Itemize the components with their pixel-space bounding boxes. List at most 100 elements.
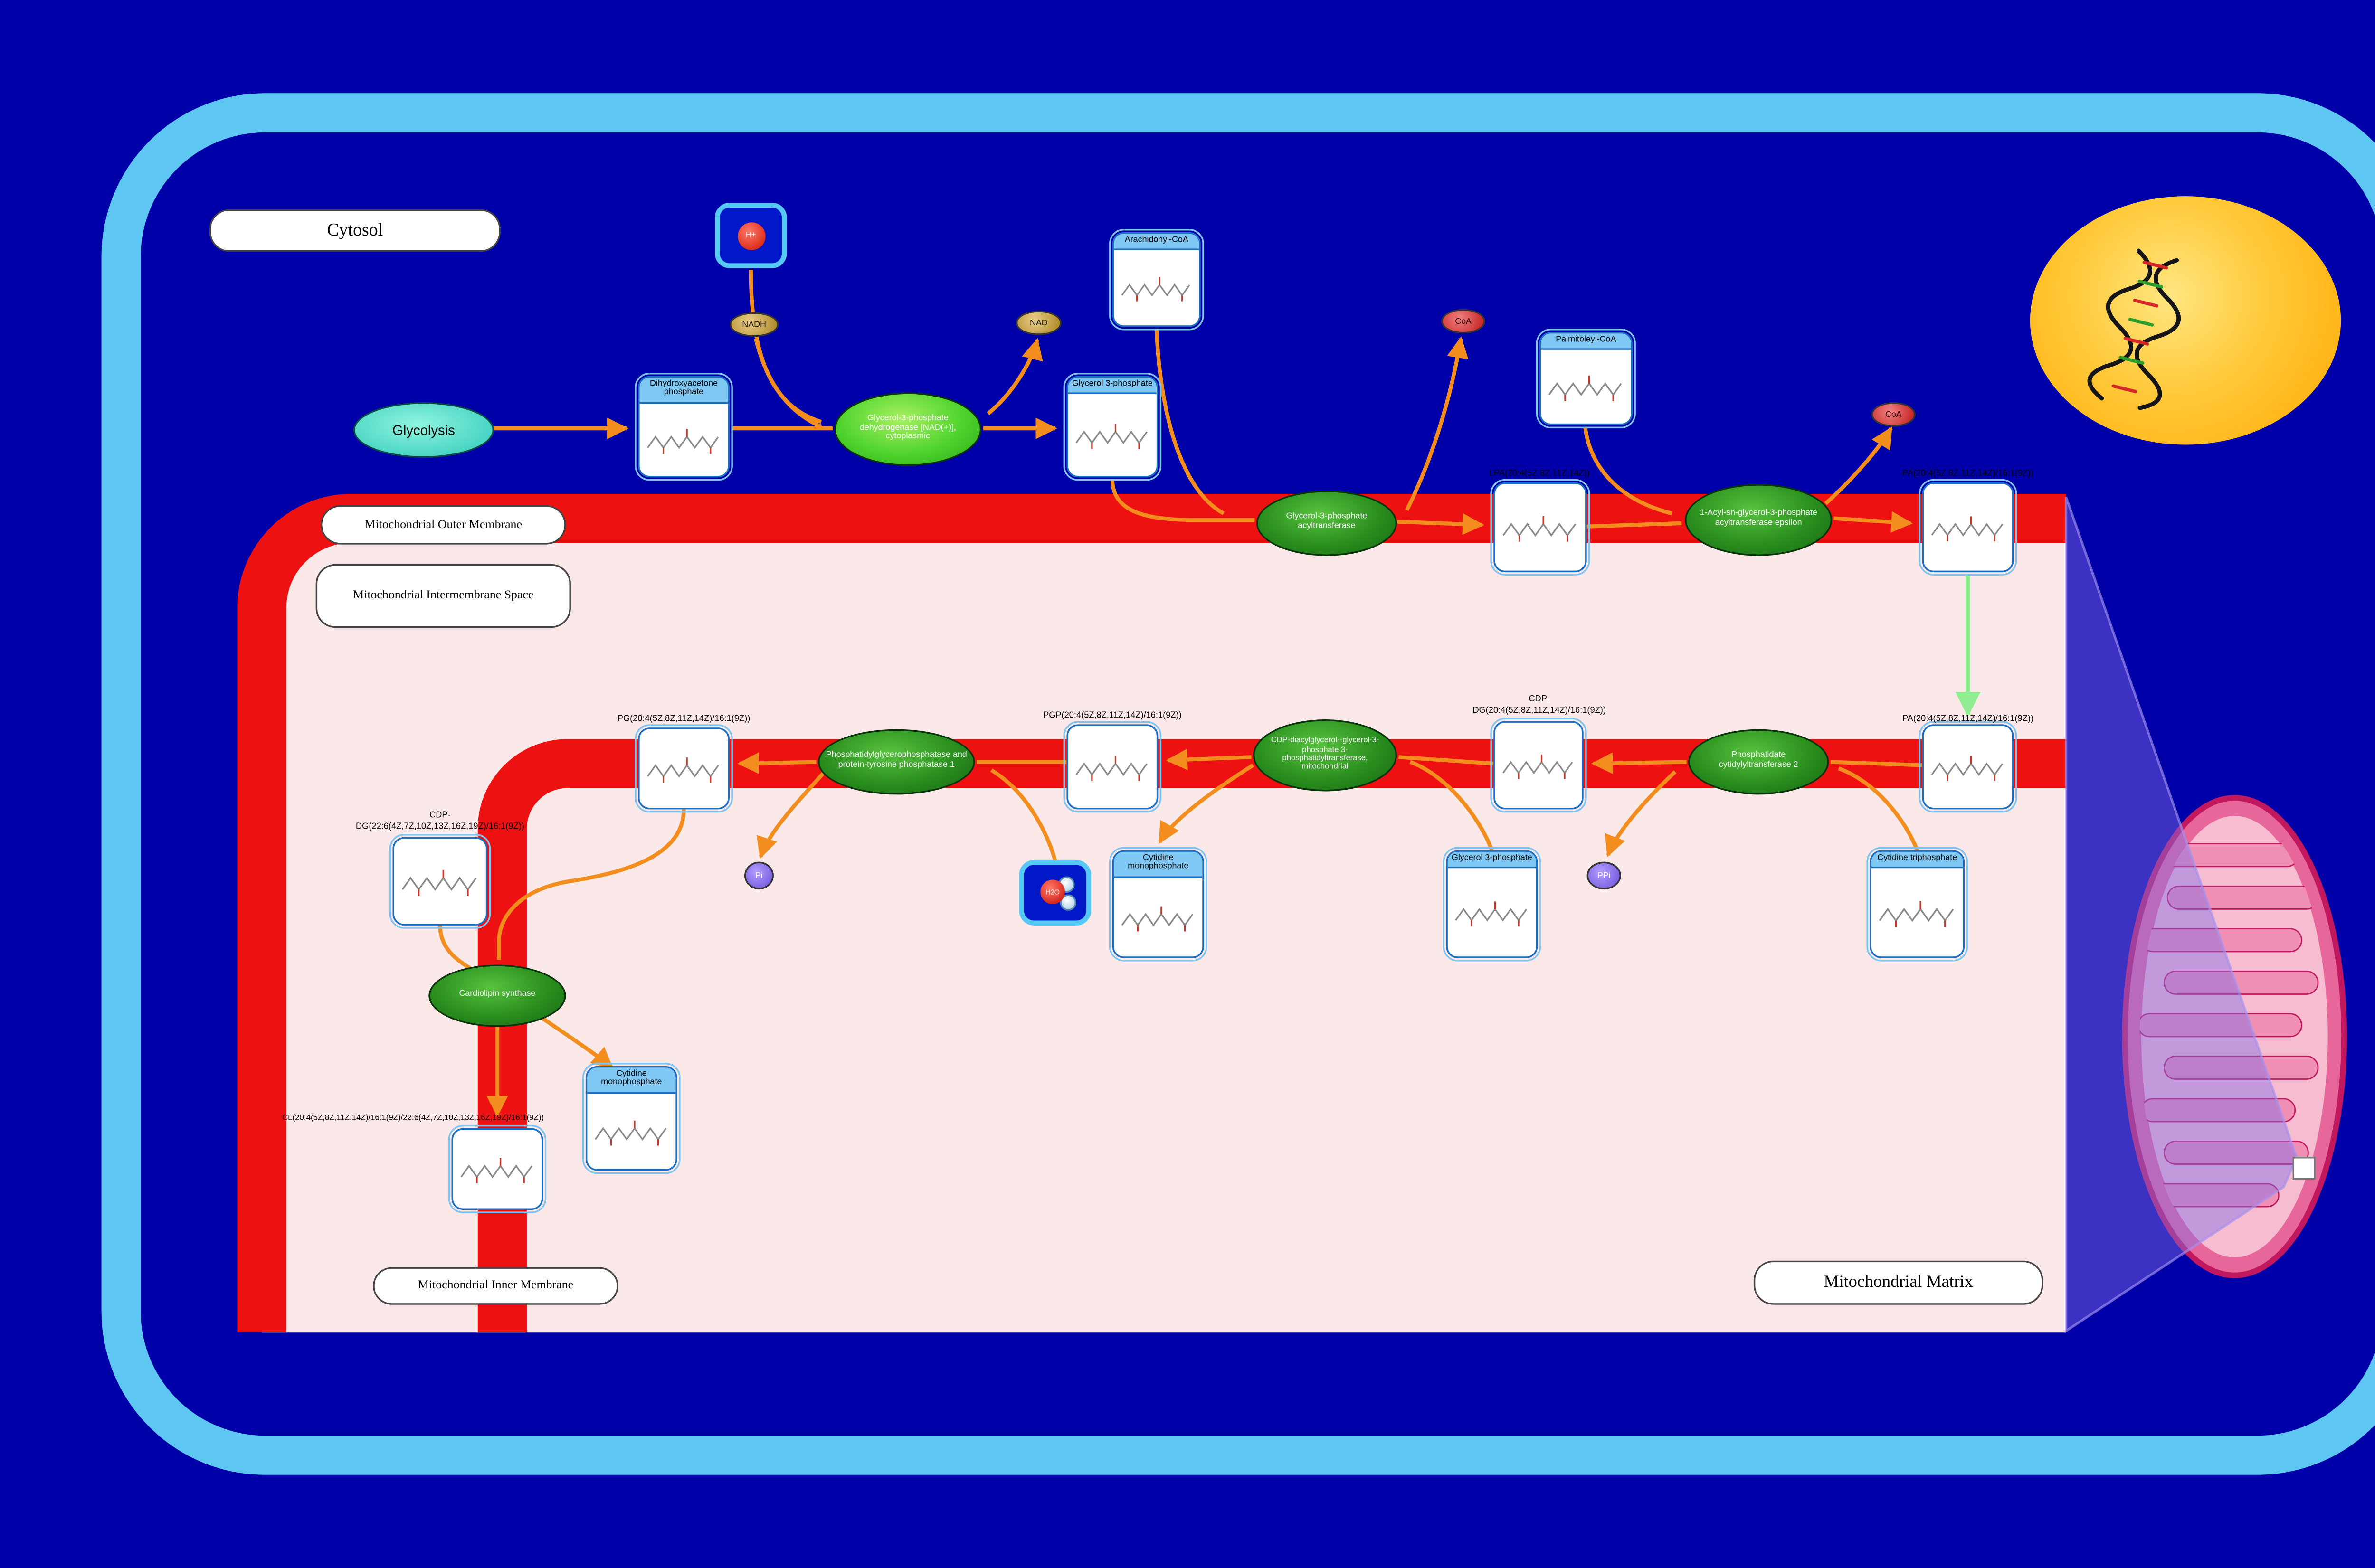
metabolite-label-lpa: LPA(20:4(5Z,8Z,11Z,14Z)) — [1489, 469, 1590, 479]
metabolite-label-pa-matrix: PA(20:4(5Z,8Z,11Z,14Z)/16:1(9Z)) — [1902, 714, 2034, 725]
metabolite-title: Cytidine triphosphate — [1871, 851, 1963, 869]
metabolite-g3p-matrix[interactable]: Glycerol 3-phosphate — [1443, 847, 1541, 962]
small-molecule-h2o[interactable]: H2O — [1019, 860, 1092, 926]
small-molecule-coa-2[interactable]: CoA — [1871, 402, 1916, 427]
pathway-node-label: Glycolysis — [392, 422, 455, 438]
metabolite-label-line: DG(22:6(4Z,7Z,10Z,13Z,16Z,19Z)/16:1(9Z)) — [355, 822, 524, 832]
enzyme-cds2[interactable]: Phosphatidate cytidylyltransferase 2 — [1688, 729, 1829, 795]
chemical-structure — [1068, 394, 1157, 476]
metabolite-title: Cytidine monophosphate — [1114, 851, 1203, 878]
chemical-structure — [640, 729, 728, 808]
small-molecule-label: NAD — [1029, 318, 1048, 328]
chemical-structure — [1495, 484, 1585, 570]
metabolite-title: Glycerol 3-phosphate — [1068, 378, 1157, 394]
small-molecule-coa-1[interactable]: CoA — [1441, 309, 1486, 334]
metabolite-title: Palmitoleyl-CoA — [1541, 333, 1631, 350]
small-molecule-nad[interactable]: NAD — [1016, 311, 1062, 335]
metabolite-label-cdp-dg2: CDP- DG(22:6(4Z,7Z,10Z,13Z,16Z,19Z)/16:1… — [276, 811, 604, 833]
compartment-label-text: Mitochondrial Matrix — [1824, 1273, 1973, 1292]
metabolite-pa-matrix[interactable] — [1919, 721, 2017, 813]
metabolite-cmp-mid[interactable]: Cytidine monophosphate — [1109, 847, 1207, 962]
compartment-label-inner-membrane: Mitochondrial Inner Membrane — [373, 1267, 618, 1305]
enzyme-label: 1-Acyl-sn-glycerol-3-phosphate acyltrans… — [1700, 509, 1817, 529]
metabolite-cl[interactable] — [448, 1124, 547, 1213]
small-molecule-label: CoA — [1455, 316, 1472, 326]
pathway-node-glycolysis[interactable]: Glycolysis — [353, 402, 494, 458]
compartment-label-intermembrane-space: Mitochondrial Intermembrane Space — [315, 564, 571, 628]
chemical-structure — [1448, 868, 1536, 956]
compartment-label-text: Mitochondrial Outer Membrane — [364, 516, 522, 531]
chemical-structure — [1541, 350, 1631, 424]
chemical-structure — [640, 404, 728, 476]
metabolite-cmp-bottom[interactable]: Cytidine monophosphate — [582, 1063, 681, 1174]
chemical-structure — [1114, 878, 1202, 956]
small-molecule-pi[interactable]: Pi — [744, 861, 774, 890]
chemical-structure — [587, 1094, 675, 1169]
metabolite-cdp-dg[interactable] — [1490, 718, 1587, 813]
small-molecule-label: H2O — [1045, 888, 1060, 896]
metabolite-lpa[interactable] — [1490, 479, 1590, 576]
small-molecule-label: NADH — [742, 320, 766, 330]
nucleus — [2030, 196, 2341, 445]
chemical-structure — [1495, 723, 1582, 808]
chemical-structure — [1068, 726, 1157, 808]
metabolite-cdp-dg2[interactable] — [389, 834, 491, 929]
small-molecule-h-plus[interactable]: H+ — [714, 202, 787, 268]
enzyme-gpat[interactable]: Glycerol-3-phosphate acyltransferase — [1256, 490, 1397, 556]
enzyme-label: Glycerol-3-phosphate dehydrogenase [NAD(… — [859, 413, 956, 442]
metabolite-dhap[interactable]: Dihydroxyacetone phosphate — [635, 373, 733, 481]
chemical-structure — [1924, 484, 2012, 570]
chemical-structure — [1872, 868, 1963, 956]
enzyme-gpd1[interactable]: Glycerol-3-phosphate dehydrogenase [NAD(… — [834, 392, 982, 466]
metabolite-pa-outer[interactable] — [1919, 479, 2017, 576]
mitochondrial-inner-membrane — [477, 739, 2066, 1333]
oxygen-atom-icon: H2O — [1040, 879, 1065, 905]
enzyme-ptpmt1[interactable]: Phosphatidylglycerophosphatase and prote… — [817, 729, 975, 795]
small-molecule-ppi[interactable]: PPi — [1586, 861, 1621, 890]
metabolite-label-cl: CL(20:4(5Z,8Z,11Z,14Z)/16:1(9Z)/22:6(4Z,… — [282, 1115, 544, 1124]
metabolite-label-pg: PG(20:4(5Z,8Z,11Z,14Z)/16:1(9Z)) — [617, 714, 750, 725]
compartment-label-text: Cytosol — [327, 220, 383, 240]
water-molecule-icon: H2O — [1036, 876, 1077, 911]
metabolite-label-line: DG(20:4(5Z,8Z,11Z,14Z)/16:1(9Z)) — [1472, 706, 1606, 716]
enzyme-label: Cardiolipin synthase — [459, 989, 536, 1000]
chemical-structure — [394, 839, 486, 924]
metabolite-label-cdp-dg: CDP- DG(20:4(5Z,8Z,11Z,14Z)/16:1(9Z)) — [1376, 695, 1703, 717]
compartment-label-outer-membrane: Mitochondrial Outer Membrane — [321, 505, 566, 545]
small-molecule-label: Pi — [755, 870, 763, 881]
metabolite-title: Arachidonyl-CoA — [1114, 234, 1199, 250]
metabolite-palmitoleyl-coa[interactable]: Palmitoleyl-CoA — [1536, 329, 1636, 429]
enzyme-label: Glycerol-3-phosphate acyltransferase — [1286, 512, 1368, 532]
cell-membrane-outline — [101, 93, 2375, 1475]
metabolite-ctp[interactable]: Cytidine triphosphate — [1866, 847, 1968, 962]
enzyme-crls1[interactable]: Cardiolipin synthase — [428, 964, 566, 1027]
metabolite-title: Glycerol 3-phosphate — [1447, 851, 1536, 869]
metabolite-arachidonyl-coa[interactable]: Arachidonyl-CoA — [1109, 229, 1204, 331]
proton-icon: H+ — [737, 221, 765, 250]
small-molecule-label: PPi — [1597, 870, 1611, 881]
metabolite-g3p-cytosol[interactable]: Glycerol 3-phosphate — [1063, 373, 1162, 481]
enzyme-label: CDP-diacylglycerol--glycerol-3-phosphate… — [1271, 738, 1379, 773]
metabolite-title: Dihydroxyacetone phosphate — [639, 378, 728, 404]
metabolite-label-line: CDP- — [429, 811, 451, 821]
chemical-structure — [1924, 726, 2012, 808]
small-molecule-label: CoA — [1885, 409, 1902, 420]
enzyme-agpat[interactable]: 1-Acyl-sn-glycerol-3-phosphate acyltrans… — [1685, 484, 1833, 556]
enzyme-label: Phosphatidylglycerophosphatase and prote… — [826, 751, 967, 770]
metabolite-pg[interactable] — [635, 724, 733, 813]
metabolite-label-pa-outer: PA(20:4(5Z,8Z,11Z,14Z)/16:1(9Z)) — [1902, 469, 2034, 479]
small-molecule-nadh[interactable]: NADH — [729, 312, 779, 337]
compartment-label-cytosol: Cytosol — [209, 209, 501, 252]
compartment-label-matrix: Mitochondrial Matrix — [1753, 1260, 2043, 1305]
enzyme-label: Phosphatidate cytidylyltransferase 2 — [1719, 751, 1798, 770]
small-molecule-label: H+ — [745, 231, 756, 240]
metabolite-label-pgp: PGP(20:4(5Z,8Z,11Z,14Z)/16:1(9Z)) — [1043, 711, 1182, 721]
compartment-label-text: Mitochondrial Intermembrane Space — [353, 587, 534, 603]
chemical-structure — [1114, 250, 1199, 325]
enzyme-pgs1[interactable]: CDP-diacylglycerol--glycerol-3-phosphate… — [1253, 719, 1397, 792]
metabolite-title: Cytidine monophosphate — [587, 1067, 676, 1094]
metabolite-pgp[interactable] — [1063, 721, 1162, 813]
compartment-label-text: Mitochondrial Inner Membrane — [418, 1277, 574, 1293]
